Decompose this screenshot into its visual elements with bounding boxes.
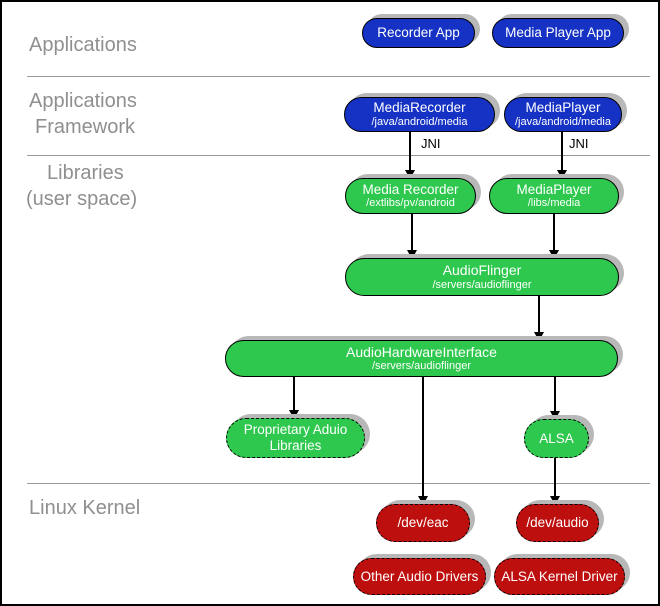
node-dev-audio: /dev/audio (516, 504, 599, 542)
node-mediaplayer-framework-title: MediaPlayer (525, 100, 601, 116)
node-mediaplayer-framework-path: /java/android/media (514, 115, 611, 128)
edge-alsa-devaudio-line (554, 458, 556, 497)
node-audio-hardware-interface-path: /servers/audioflinger (371, 360, 472, 373)
section-label-libraries-line1: Libraries (47, 162, 124, 184)
node-alsa: ALSA (524, 419, 589, 458)
edge-playerlib-audioflinger-arrowhead-icon (549, 250, 559, 259)
node-dev-audio-title: /dev/audio (526, 515, 589, 531)
section-label-libraries: Libraries (user space) (26, 160, 137, 212)
edge-hwinterface-alsa-arrowhead-icon (550, 411, 560, 420)
edge-jni-recorder-arrowhead-icon (405, 170, 415, 179)
edge-hwinterface-proprietary-line (293, 377, 295, 411)
node-other-audio-drivers-title: Other Audio Drivers (360, 568, 479, 584)
divider-libraries-kernel (27, 483, 650, 484)
node-mediaplayer-lib-title: MediaPlayer (516, 181, 592, 197)
edge-jni-player-label: JNI (569, 136, 589, 151)
node-dev-eac-title: /dev/eac (397, 515, 449, 531)
node-audioflinger: AudioFlinger /servers/audioflinger (345, 258, 619, 296)
edge-recorderlib-audioflinger-arrowhead-icon (407, 250, 417, 259)
edge-playerlib-audioflinger-line (553, 214, 555, 251)
node-audio-hardware-interface: AudioHardwareInterface /servers/audiofli… (225, 340, 618, 377)
edge-jni-recorder-line (409, 132, 411, 171)
divider-applications-framework (27, 76, 650, 77)
edge-hwinterface-deveac-line (422, 377, 424, 497)
node-media-recorder-lib-title: Media Recorder (362, 181, 459, 197)
node-mediaplayer-framework: MediaPlayer /java/android/media (504, 97, 622, 132)
edge-jni-player-arrowhead-icon (557, 170, 567, 179)
node-audioflinger-title: AudioFlinger (442, 262, 522, 279)
node-media-player-app: Media Player App (492, 18, 624, 48)
section-label-framework-line2: Framework (35, 116, 136, 138)
node-proprietary-audio-libraries-title: Proprietary Aduio Libraries (243, 422, 348, 453)
edge-jni-player-line (561, 132, 563, 171)
node-media-recorder-lib-path: /extlibs/pv/android (366, 197, 455, 210)
node-dev-eac: /dev/eac (376, 504, 470, 542)
node-mediarecorder-framework-path: /java/android/media (371, 115, 468, 128)
node-media-player-app-title: Media Player App (505, 25, 611, 41)
section-label-linux-kernel-text: Linux Kernel (29, 497, 141, 519)
node-alsa-kernel-driver: ALSA Kernel Driver (494, 558, 625, 595)
node-media-recorder-lib: Media Recorder /extlibs/pv/android (345, 178, 476, 214)
section-label-linux-kernel: Linux Kernel (29, 495, 140, 521)
edge-hwinterface-alsa-line (554, 377, 556, 412)
node-mediarecorder-framework-title: MediaRecorder (373, 100, 466, 116)
divider-framework-libraries (27, 155, 650, 156)
edge-jni-recorder-label: JNI (421, 136, 441, 151)
node-recorder-app-title: Recorder App (377, 25, 460, 41)
edge-audioflinger-hwinterface-line (538, 296, 540, 333)
section-label-libraries-line2: (user space) (26, 188, 138, 210)
node-other-audio-drivers: Other Audio Drivers (353, 558, 486, 595)
edge-hwinterface-proprietary-arrowhead-icon (289, 410, 299, 419)
section-label-applications-framework: Applications Framework (29, 88, 137, 140)
node-mediaplayer-lib: MediaPlayer /libs/media (489, 178, 619, 214)
section-label-applications-text: Applications (29, 34, 137, 56)
node-alsa-kernel-driver-title: ALSA Kernel Driver (501, 568, 618, 584)
edge-recorderlib-audioflinger-line (411, 214, 413, 251)
node-recorder-app: Recorder App (362, 18, 475, 48)
section-label-applications: Applications (29, 32, 137, 58)
node-audioflinger-path: /servers/audioflinger (432, 278, 532, 291)
node-audio-hardware-interface-title: AudioHardwareInterface (346, 343, 497, 360)
edge-alsa-devaudio-arrowhead-icon (550, 496, 560, 505)
node-proprietary-audio-libraries: Proprietary Aduio Libraries (226, 418, 365, 458)
edge-hwinterface-deveac-arrowhead-icon (418, 496, 428, 505)
section-label-framework-line1: Applications (29, 90, 137, 112)
node-mediarecorder-framework: MediaRecorder /java/android/media (344, 97, 495, 132)
node-mediaplayer-lib-path: /libs/media (527, 197, 581, 210)
edge-audioflinger-hwinterface-arrowhead-icon (534, 332, 544, 341)
node-alsa-title: ALSA (539, 430, 574, 446)
